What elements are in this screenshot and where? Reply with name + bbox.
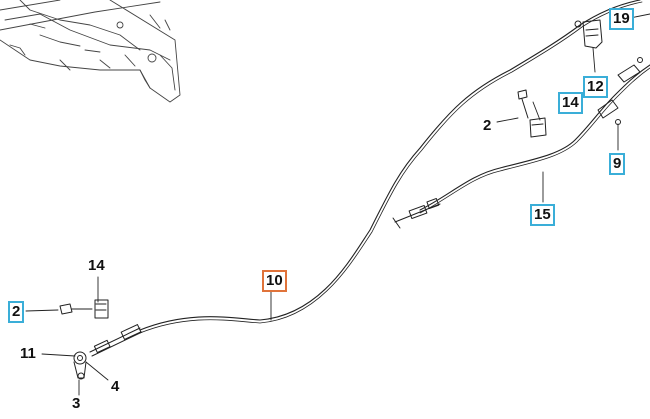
cable-part-10 xyxy=(139,0,643,334)
callout-2-left[interactable]: 2 xyxy=(8,301,25,323)
callout-15[interactable]: 15 xyxy=(530,204,555,226)
cable-part-15 xyxy=(419,64,650,214)
callout-4[interactable]: 4 xyxy=(111,378,120,395)
left-cable-fitting xyxy=(73,324,143,380)
left-clip-and-screw xyxy=(59,299,109,319)
callout-10[interactable]: 10 xyxy=(262,270,287,292)
middle-cable-connector xyxy=(392,198,441,229)
callout-14-top[interactable]: 14 xyxy=(558,92,583,114)
callout-9[interactable]: 9 xyxy=(609,153,626,175)
callout-11[interactable]: 11 xyxy=(20,345,36,362)
bracket-part-12 xyxy=(574,19,603,49)
top-clip-and-screw xyxy=(517,89,547,138)
callout-14-left[interactable]: 14 xyxy=(88,257,105,274)
callout-19[interactable]: 19 xyxy=(609,8,634,30)
callout-3[interactable]: 3 xyxy=(72,395,81,412)
callout-2-top[interactable]: 2 xyxy=(483,117,492,134)
callout-12[interactable]: 12 xyxy=(583,76,608,98)
leader-lines xyxy=(25,13,650,396)
mower-frame-drawing xyxy=(0,0,181,103)
